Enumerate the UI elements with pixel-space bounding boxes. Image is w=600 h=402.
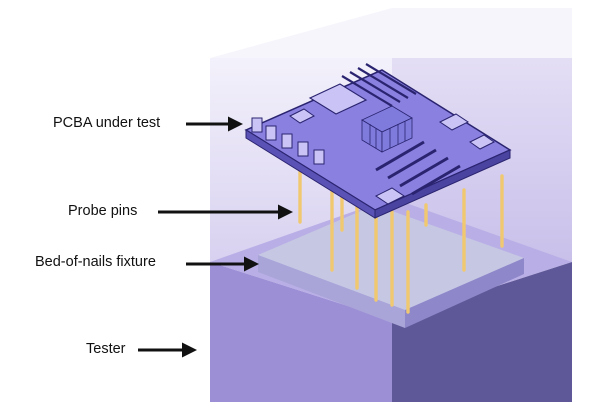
fixture-side — [405, 258, 524, 328]
leader-arrows — [138, 116, 293, 358]
expansion-slots — [375, 140, 461, 196]
tester-front — [210, 262, 392, 402]
fixture-label: Bed-of-nails fixture — [35, 254, 156, 270]
tester-side — [392, 262, 572, 402]
pcba-label: PCBA under test — [53, 115, 161, 131]
chips — [289, 108, 495, 205]
tester-label: Tester — [86, 341, 126, 357]
cpu-socket — [308, 83, 368, 115]
io-ports — [251, 117, 325, 165]
probe-pins-label: Probe pins — [68, 203, 138, 219]
enclosure-top — [210, 8, 572, 58]
fixture-front — [258, 255, 405, 328]
pcb-side-edge — [374, 149, 511, 219]
ram-slots — [341, 63, 417, 107]
heatsink — [361, 105, 413, 153]
pcba-board — [244, 63, 512, 219]
